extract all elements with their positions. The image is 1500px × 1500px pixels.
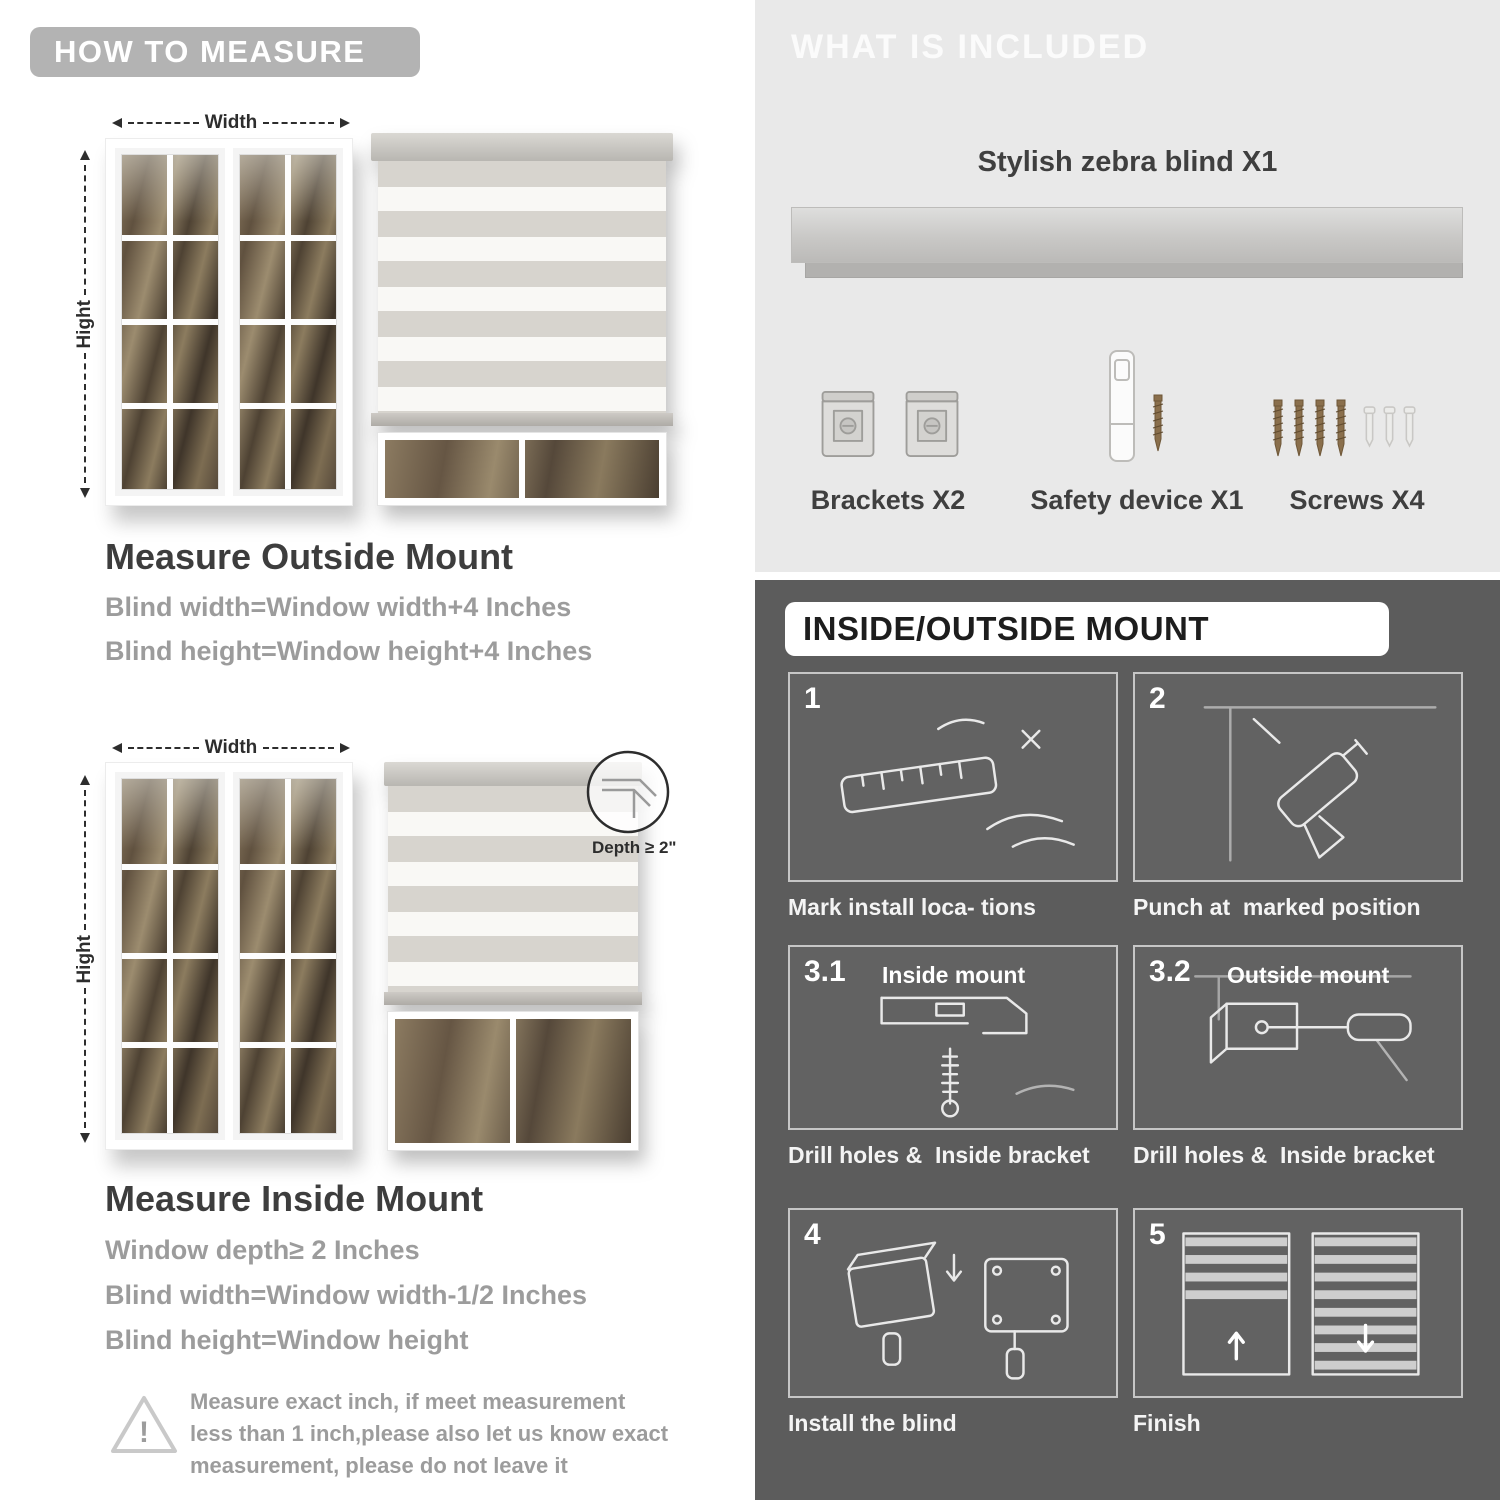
outside-window-illustration	[105, 138, 353, 506]
inside-window-illustration	[105, 762, 353, 1150]
screw-icon	[1152, 394, 1164, 452]
warning-text: Measure exact inch, if meet measurement …	[190, 1389, 669, 1478]
inside-bracket-illustration	[880, 996, 1075, 1118]
outside-height-label: Hight	[74, 299, 95, 349]
bracket-icon	[905, 391, 959, 457]
outside-mount-line1: Blind width=Window width+4 Inches	[105, 592, 572, 622]
brackets-illustration	[815, 384, 965, 464]
outside-height-arrow: Hight	[74, 150, 96, 499]
step-caption: Drill holes & Inside bracket	[788, 1142, 1090, 1168]
what-is-included-title: WHAT IS INCLUDED	[791, 28, 1150, 66]
install-blind-illustration	[846, 1241, 1069, 1380]
safety-device-illustration	[1103, 348, 1165, 464]
brackets-label: Brackets X2	[810, 485, 966, 515]
outside-mount-line2: Blind height=Window height+4 Inches	[105, 636, 593, 666]
inside-height-arrow: Hight	[74, 775, 96, 1144]
arrow-down-icon	[80, 488, 90, 499]
screws-illustration	[1271, 398, 1416, 460]
window-below-blind	[388, 1012, 638, 1150]
step-4: 4 Install the blind	[788, 1208, 1118, 1437]
arrow-up-icon	[80, 150, 90, 160]
blind-shade	[378, 161, 666, 413]
window-casement	[233, 148, 343, 496]
screw-icon	[1293, 399, 1305, 457]
step-number: 1	[804, 682, 821, 715]
window-below-blind	[378, 433, 666, 505]
inside-width-arrow: Width	[112, 737, 350, 759]
outside-bracket-illustration	[1194, 975, 1412, 1082]
safety-device-label: Safety device X1	[1030, 485, 1244, 515]
inside-blind-illustration	[384, 762, 642, 1150]
outside-width-label: Width	[204, 112, 258, 133]
arrow-right-icon	[340, 743, 350, 753]
wall-anchor-icon	[1363, 406, 1376, 448]
zebra-blind-headrail-illustration	[791, 207, 1463, 278]
inside-mount-line2: Blind width=Window width-1/2 Inches	[105, 1280, 588, 1310]
step-caption: Drill holes & Inside bracket	[1133, 1142, 1435, 1168]
step-number: 5	[1149, 1218, 1166, 1251]
step-caption: Install the blind	[788, 1410, 957, 1436]
mark-locations-illustration	[840, 718, 1075, 848]
drill-illustration	[1203, 706, 1437, 862]
outside-mount-title: Measure Outside Mount	[105, 536, 514, 577]
outside-width-arrow: Width	[112, 112, 350, 134]
screw-icon	[1335, 399, 1347, 457]
blind-shade	[388, 786, 638, 992]
screws-label: Screws X4	[1289, 485, 1425, 515]
inside-height-label: Hight	[74, 934, 95, 984]
step-number: 4	[804, 1218, 821, 1251]
wall-anchor-icon	[1383, 406, 1396, 448]
window-casement	[233, 772, 343, 1140]
step-number: 3.1	[804, 955, 846, 988]
blind-bottom-rail	[384, 992, 642, 1005]
warning-exclamation: !	[139, 1416, 149, 1449]
how-to-measure-header: HOW TO MEASURE	[30, 27, 420, 77]
inside-mount-line3: Blind height=Window height	[105, 1325, 469, 1355]
step-number: 2	[1149, 682, 1166, 715]
mount-instructions-panel: INSIDE/OUTSIDE MOUNT 1	[755, 580, 1500, 1500]
safety-device-icon	[1109, 350, 1135, 462]
arrow-right-icon	[340, 118, 350, 128]
mount-panel-title: INSIDE/OUTSIDE MOUNT	[785, 602, 1389, 656]
inside-width-label: Width	[204, 737, 258, 758]
arrow-left-icon	[112, 743, 122, 753]
step-caption: Mark install loca- tions	[788, 894, 1036, 920]
warning-triangle-icon: !	[111, 1396, 177, 1453]
bracket-icon	[821, 391, 875, 457]
depth-callout-icon	[586, 750, 670, 834]
finish-illustration	[1182, 1232, 1420, 1376]
screw-icon	[1314, 399, 1326, 457]
arrow-down-icon	[80, 1133, 90, 1144]
what-is-included-panel: WHAT IS INCLUDED Stylish zebra blind X1	[755, 0, 1500, 572]
blind-bottom-rail	[371, 413, 673, 426]
inside-mount-title: Measure Inside Mount	[105, 1178, 484, 1219]
depth-callout-label: Depth ≥ 2"	[592, 838, 677, 857]
arrow-up-icon	[80, 775, 90, 785]
outside-blind-illustration	[371, 133, 673, 505]
blind-cassette	[371, 133, 673, 161]
step-3-2: 3.2 Outside mount Drill holes & Inside b…	[1133, 945, 1463, 1169]
how-to-measure-title: HOW TO MEASURE	[54, 34, 366, 69]
inside-mount-line1: Window depth≥ 2 Inches	[105, 1235, 420, 1265]
step-caption: Finish	[1133, 1410, 1201, 1436]
step-caption: Punch at marked position	[1133, 894, 1421, 920]
step-1: 1 Mark install loca- tions	[788, 672, 1118, 921]
step-3-1: 3.1 Inside mount Drill holes & Inside br…	[788, 945, 1118, 1169]
arrow-left-icon	[112, 118, 122, 128]
step-2: 2 Punch at marked position	[1133, 672, 1463, 921]
step-5: 5 Finish	[1133, 1208, 1463, 1437]
step-sublabel: Inside mount	[882, 962, 1026, 988]
step-number: 3.2	[1149, 955, 1191, 988]
window-casement	[115, 772, 225, 1140]
zebra-blind-label: Stylish zebra blind X1	[977, 146, 1278, 178]
screw-icon	[1272, 399, 1284, 457]
window-casement	[115, 148, 225, 496]
wall-anchor-icon	[1403, 406, 1416, 448]
step-sublabel: Outside mount	[1227, 962, 1390, 988]
